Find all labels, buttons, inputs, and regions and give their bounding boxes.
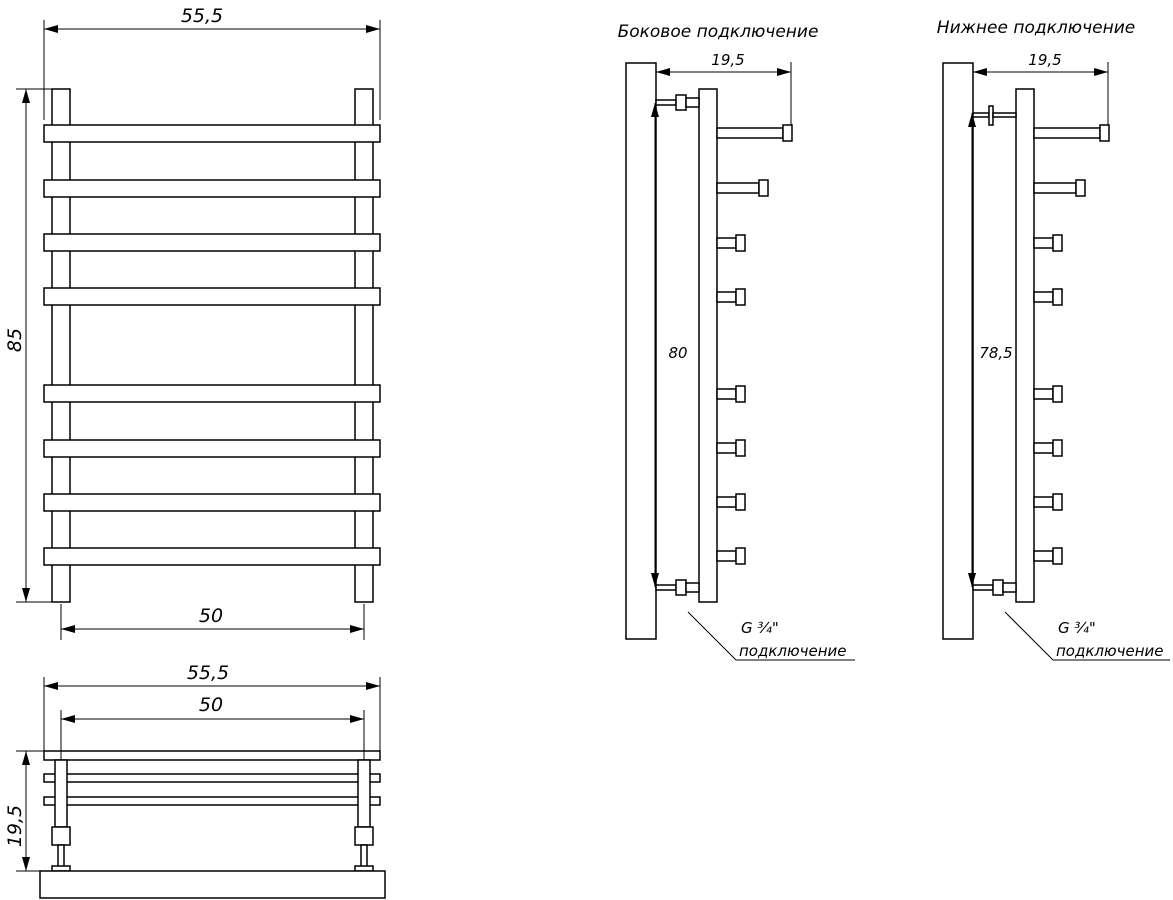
bottom-connection-view: Нижнее подключение [937,18,1170,661]
right-fitting [354,826,374,846]
left-fitting [51,826,71,846]
top-width-label: 55,5 [187,662,229,684]
side-thread-label: подключение [739,642,847,660]
rung [43,439,381,458]
rung [43,124,381,143]
front-height-dimension: 85 [4,88,66,603]
right-stem [360,844,368,868]
bottom-connection-title: Нижнее подключение [937,18,1135,38]
bottom-depth-label: 19,5 [1028,51,1061,69]
rung-stubs [1033,124,1110,565]
front-height-label: 85 [4,328,26,352]
top-shelf [43,750,381,761]
front-width-label: 55,5 [181,5,223,27]
side-thread-callout: G ¾" подключение [687,611,855,661]
top-depth-label: 19,5 [4,805,26,847]
rung-stubs [716,124,793,565]
side-thread-size: G ¾" [741,619,779,637]
rungs [43,124,381,566]
side-center-dimension: 80 [651,103,688,587]
rung [43,287,381,306]
left-post [51,88,71,603]
top-center-dimension: 50 [60,694,365,760]
bottom-connector [972,579,1017,596]
bottom-center-label: 78,5 [979,344,1012,362]
right-post-top [357,759,371,828]
rung [43,547,381,566]
top-view: 55,5 50 19,5 [4,662,386,899]
top-depth-dimension: 19,5 [4,750,55,872]
bottom-thread-callout: G ¾" подключение [1004,611,1170,661]
top-width-dimension: 55,5 [43,662,381,751]
side-connection-title: Боковое подключение [618,22,819,42]
rung [43,233,381,252]
bottom-thread-label: подключение [1056,642,1164,660]
wall [39,870,386,899]
rung [43,179,381,198]
post [698,88,718,603]
front-width-dimension: 55,5 [43,5,381,120]
rung [43,384,381,403]
wall [942,62,974,640]
side-center-label: 80 [668,344,687,362]
bottom-center-dimension: 78,5 [968,113,1013,587]
post [1015,88,1035,603]
top-center-label: 50 [199,694,223,716]
front-view: 55,5 85 50 [4,5,381,640]
top-connector [972,105,1017,126]
bottom-depth-dimension: 19,5 [973,51,1109,125]
top-connector [655,94,700,111]
bottom-connector [655,579,700,596]
side-depth-label: 19,5 [711,51,744,69]
side-connection-view: Боковое подключение [618,22,855,661]
front-center-dimension: 50 [60,604,365,640]
rung-top [43,773,381,783]
right-post [354,88,374,603]
left-stem [57,844,65,868]
wall [625,62,657,640]
left-post-top [54,759,68,828]
rung [43,493,381,512]
bottom-thread-size: G ¾" [1058,619,1096,637]
rung-top [43,796,381,806]
side-depth-dimension: 19,5 [656,51,792,125]
front-center-label: 50 [199,605,223,627]
